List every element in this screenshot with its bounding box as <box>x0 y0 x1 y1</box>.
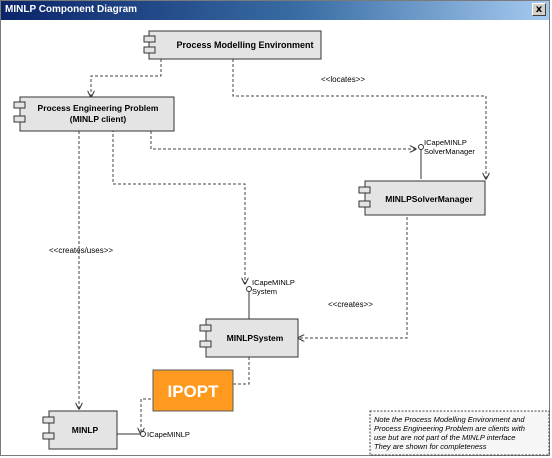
minlp-interface-label: ICapeMINLP <box>147 430 190 439</box>
ipopt-label: IPOPT <box>167 382 219 401</box>
component-minlp-solver-manager[interactable]: MINLPSolverManager <box>358 180 486 216</box>
solver-manager-interface-icon <box>418 144 424 150</box>
component-process-engineering-problem[interactable]: Process Engineering Problem (MINLP clien… <box>13 96 175 132</box>
solver-manager-label: MINLPSolverManager <box>385 194 473 204</box>
connector-locates <box>232 59 486 179</box>
system-interface-label-1: ICapeMINLP <box>252 278 295 287</box>
connector-pme-pep <box>91 59 162 97</box>
component-minlp-system[interactable]: MINLPSystem <box>199 318 299 358</box>
note-line-1: Note the Process Modelling Environment a… <box>374 415 525 424</box>
note-line-2: Process Engineering Problem are clients … <box>374 424 525 433</box>
pep-label-line2: (MINLP client) <box>70 114 127 124</box>
system-interface-label-2: System <box>252 287 277 296</box>
label-creates: <<creates>> <box>328 300 373 309</box>
note-line-3: use but are not part of the MINLP interf… <box>374 433 515 442</box>
close-button[interactable]: x <box>532 3 546 16</box>
label-locates: <<locates>> <box>321 75 365 84</box>
solver-manager-interface-label-1: ICapeMINLP <box>424 138 467 147</box>
pme-label: Process Modelling Environment <box>176 40 313 50</box>
close-icon: x <box>535 4 543 15</box>
minlp-system-label: MINLPSystem <box>227 333 284 343</box>
solver-manager-interface-label-2: SolverManager <box>424 147 475 156</box>
connector-pep-solver-interface <box>150 131 416 149</box>
note-line-4: They are shown for completeness <box>374 442 487 451</box>
connector-system-ipopt <box>233 357 250 385</box>
minlp-interface-icon <box>140 431 146 437</box>
note: Note the Process Modelling Environment a… <box>369 410 550 456</box>
component-minlp[interactable]: MINLP <box>42 410 118 450</box>
connector-pep-system-interface <box>112 129 245 284</box>
pep-label-line1: Process Engineering Problem <box>38 103 159 113</box>
ipopt-box[interactable]: IPOPT <box>152 369 234 412</box>
window-title: MINLP Component Diagram <box>5 4 138 15</box>
connector-ipopt-minlp-interface <box>141 398 151 434</box>
connector-creates <box>298 217 408 338</box>
minlp-label: MINLP <box>72 425 99 435</box>
label-creates-uses: <<creates/uses>> <box>49 246 113 255</box>
component-process-modelling-environment[interactable]: Process Modelling Environment <box>143 30 322 60</box>
title-bar[interactable]: MINLP Component Diagram x <box>1 1 549 20</box>
system-interface-icon <box>246 286 252 292</box>
